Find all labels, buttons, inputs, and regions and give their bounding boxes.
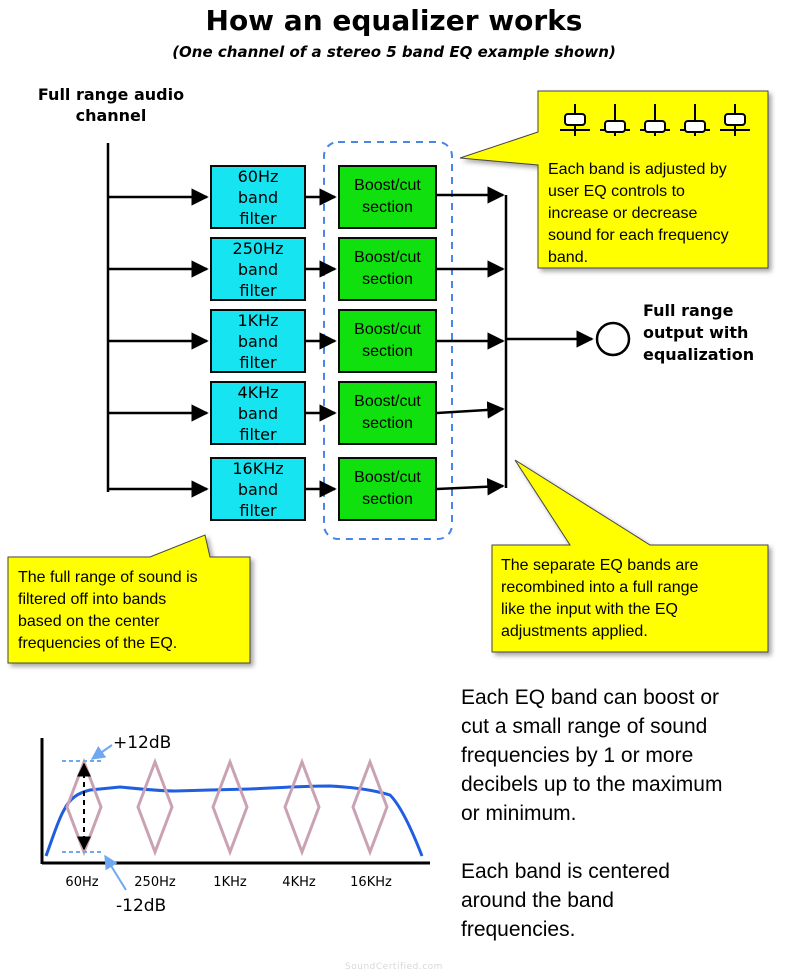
frequency-response-curve: [44, 784, 424, 857]
plus-label-pointer: [90, 744, 113, 760]
minus-label-pointer: [104, 854, 127, 891]
page-subtitle: (One channel of a stereo 5 band EQ examp…: [172, 43, 616, 61]
tick-label-4khz: 4KHz: [282, 875, 316, 890]
input-channel-label: Full range audio channel: [37, 85, 185, 125]
output-node: [595, 321, 631, 357]
tick-label-16khz: 16KHz: [350, 875, 392, 890]
boost-cut-section: Boost/cut section: [338, 165, 437, 229]
band-filter-label: 4KHz band filter: [237, 382, 279, 444]
band-filter-label: 1KHz band filter: [237, 310, 279, 372]
slider-controls-icon: [560, 104, 750, 136]
eq-controls-callout: [459, 90, 769, 269]
recombined-callout-text: The separate EQ bands are recombined int…: [501, 557, 699, 640]
band-shape-4khz: [283, 757, 321, 857]
minus-12db-label: -12dB: [116, 896, 167, 916]
band-filter-label: 60Hz band filter: [237, 166, 279, 228]
output-label: Full range output with equalization: [643, 301, 755, 364]
plus-12db-label: +12dB: [113, 733, 172, 753]
band-range-shapes: [65, 757, 389, 857]
boost-cut-label: Boost/cut section: [354, 249, 421, 288]
band-shape-250hz: [136, 757, 174, 857]
band-filter-250hz: 250Hz band filter: [210, 237, 306, 301]
recombined-callout: [491, 459, 769, 653]
watermark: SoundCertified.com: [345, 962, 443, 972]
boost-cut-section: Boost/cut section: [338, 457, 437, 521]
eq-controls-callout-text: Each band is adjusted by user EQ control…: [548, 161, 729, 266]
band-filter-label: 250Hz band filter: [232, 238, 284, 300]
input-branch-arrows: [108, 188, 209, 498]
band-filter-label: 16KHz band filter: [232, 458, 284, 520]
page-title: How an equalizer works: [205, 4, 583, 37]
boost-cut-label: Boost/cut section: [354, 469, 421, 508]
boost-to-sum-arrows: [436, 186, 505, 496]
band-filter-60hz: 60Hz band filter: [210, 165, 306, 229]
boost-cut-section: Boost/cut section: [338, 237, 437, 301]
tick-label-1khz: 1KHz: [213, 875, 247, 890]
filter-to-boost-arrows: [306, 188, 337, 498]
filtered-callout-text: The full range of sound is filtered off …: [18, 569, 198, 652]
band-filter-4khz: 4KHz band filter: [210, 381, 306, 445]
boost-cut-label: Boost/cut section: [354, 177, 421, 216]
tick-label-250hz: 250Hz: [134, 875, 176, 890]
band-shape-16khz: [351, 757, 389, 857]
band-shape-1khz: [211, 757, 249, 857]
tick-label-60hz: 60Hz: [65, 875, 99, 890]
filtered-callout: [7, 534, 251, 664]
band-filter-1khz: 1KHz band filter: [210, 309, 306, 373]
boost-cut-section: Boost/cut section: [338, 381, 437, 445]
boost-cut-label: Boost/cut section: [354, 321, 421, 360]
band-filter-16khz: 16KHz band filter: [210, 457, 306, 521]
explanation-paragraph-1: Each EQ band can boost or cut a small ra…: [461, 686, 723, 825]
explanation-paragraph-2: Each band is centered around the band fr…: [461, 860, 670, 941]
boost-cut-label: Boost/cut section: [354, 393, 421, 432]
boost-cut-section: Boost/cut section: [338, 309, 437, 373]
